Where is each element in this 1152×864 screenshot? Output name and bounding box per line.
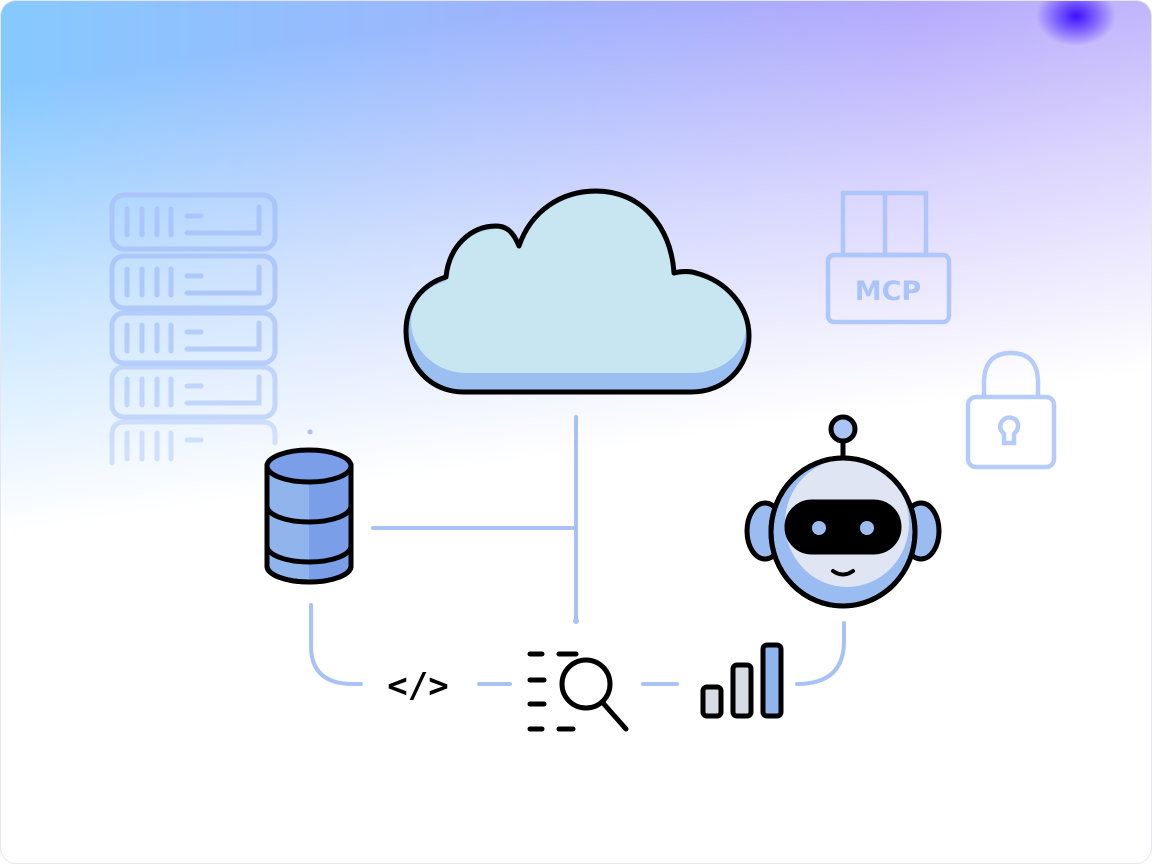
robot-icon [744, 414, 942, 609]
mcp-label: MCP [855, 276, 921, 307]
connector-lines [307, 415, 846, 686]
cloud-icon [403, 188, 752, 395]
code-icon: </> [387, 666, 448, 706]
search-list-icon [527, 651, 629, 732]
database-icon [264, 447, 354, 585]
bar-chart-icon [700, 642, 784, 719]
lock-icon [965, 350, 1057, 470]
mcp-plugin-icon [825, 190, 952, 325]
server-rack-icon [109, 192, 278, 466]
